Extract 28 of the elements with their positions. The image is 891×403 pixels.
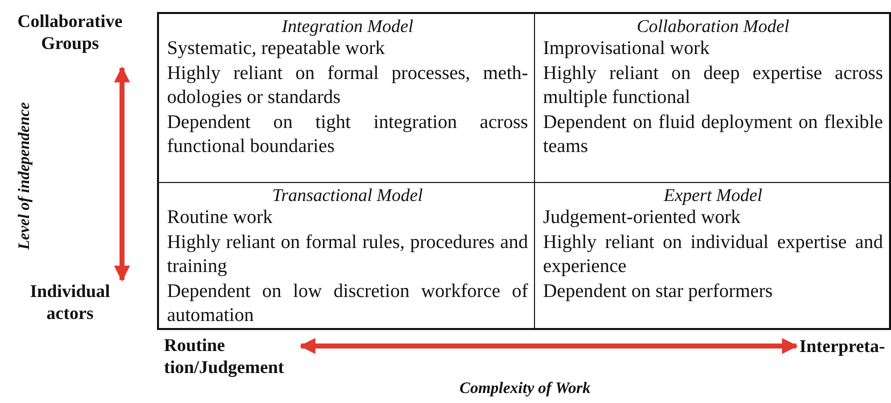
cell-text: Routine work	[167, 206, 274, 230]
axis-title: Complexity of Work	[458, 379, 592, 399]
cell-text: Highly reliant on deep expertise across multiple functional	[543, 62, 883, 110]
cell-text: Highly reliant on formal rules, procedures and training	[167, 230, 528, 279]
cell-text: Dependent on low discretion workforce of automation	[167, 280, 528, 328]
cell-text: Dependent on tight integration across functional boundaries	[167, 110, 528, 159]
matrix-cell	[534, 12, 891, 183]
matrix-cell	[534, 182, 891, 330]
cell-heading: Transactional Model	[271, 185, 424, 206]
cell-text: Dependent on fluid deployment on flexible teams	[543, 110, 883, 159]
axis-end-label: Routine tion/Judgement	[164, 334, 301, 378]
axis-end-label: Individual actors	[10, 280, 130, 332]
cell-heading: Expert Model	[662, 185, 764, 206]
axis-title: Level of independence	[15, 101, 34, 252]
cell-text: Highly reliant on formal processes, meth- odologies or standards	[167, 62, 528, 110]
cell-text: Judgement-oriented work	[543, 206, 742, 230]
double-arrow	[114, 66, 130, 282]
axis-end-label: Interpreta-	[799, 335, 885, 357]
axis-end-label: Collaborative Groups	[5, 10, 135, 68]
cell-text: Dependent on star performers	[543, 280, 774, 304]
double-arrow	[299, 338, 798, 354]
matrix-cell	[157, 12, 535, 183]
cell-text: Highly reliant on individual expertise and experience	[543, 230, 883, 279]
cell-heading: Collaboration Model	[636, 16, 790, 37]
matrix-cell	[157, 182, 535, 330]
cell-heading: Integration Model	[280, 16, 414, 37]
cell-text: Improvisational work	[543, 37, 711, 61]
cell-text: Systematic, repeatable work	[167, 37, 386, 61]
